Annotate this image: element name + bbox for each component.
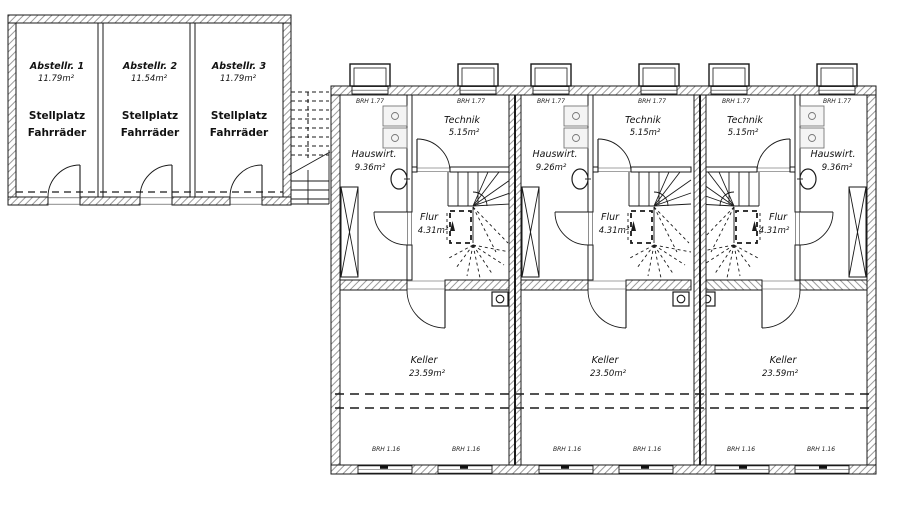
unit-3-hauswirt-label: Hauswirt. xyxy=(810,149,856,160)
outbuilding-room-1-use1: Stellplatz xyxy=(28,110,86,122)
outbuilding-room-2-use1: Stellplatz xyxy=(121,110,179,122)
unit-2-technik-label: Technik xyxy=(625,115,661,126)
unit-2-geometry xyxy=(520,63,692,475)
unit-3-technik-label: Technik xyxy=(727,115,763,126)
unit-1-brh-bottom-1: BRH 1.16 xyxy=(371,446,401,453)
unit-2-brh-top-left: BRH 1.77 xyxy=(536,98,566,105)
outbuilding-room-1-area: 11.79m² xyxy=(37,74,75,84)
unit-2-brh-bottom-2: BRH 1.16 xyxy=(632,446,662,453)
outbuilding-room-3-area: 11.79m² xyxy=(219,74,257,84)
unit-1-flur-area: 4.31m² xyxy=(417,226,449,236)
unit-1-hauswirt-area: 9.36m² xyxy=(354,163,386,173)
outbuilding-room-3-use1: Stellplatz xyxy=(210,110,268,122)
unit-2-flur-area: 4.31m² xyxy=(598,226,630,236)
party-walls xyxy=(508,94,707,466)
unit-3-flur-label: Flur xyxy=(768,212,788,223)
unit-3-flur-area: 4.31m² xyxy=(758,226,790,236)
unit-2-brh-bottom-1: BRH 1.16 xyxy=(552,446,582,453)
unit-3-brh-top-right: BRH 1.77 xyxy=(822,98,852,105)
keller-section-dashed-lines xyxy=(335,393,872,409)
outbuilding-room-1-name: Abstellr. 1 xyxy=(29,61,85,72)
outbuilding-room-2-use2: Fahrräder xyxy=(120,127,180,139)
unit-2-flur-label: Flur xyxy=(600,212,620,223)
unit-1-brh-bottom-2: BRH 1.16 xyxy=(451,446,481,453)
unit-1-brh-top-right: BRH 1.77 xyxy=(456,98,486,105)
exterior-stair xyxy=(288,91,331,205)
unit-2-keller-area: 23.50m² xyxy=(589,369,627,379)
outbuilding-room-3-name: Abstellr. 3 xyxy=(211,61,267,72)
unit-1-technik-area: 5.15m² xyxy=(448,128,480,138)
rowhouse-outer-walls xyxy=(330,85,877,475)
outbuilding-doors xyxy=(47,164,263,198)
outbuilding-room-2-name: Abstellr. 2 xyxy=(122,61,178,72)
unit-2-hauswirt-label: Hauswirt. xyxy=(532,149,578,160)
unit-3-brh-top-left: BRH 1.77 xyxy=(721,98,751,105)
unit-1-hauswirt-label: Hauswirt. xyxy=(351,149,397,160)
unit-3-brh-bottom-2: BRH 1.16 xyxy=(806,446,836,453)
unit-1-keller-area: 23.59m² xyxy=(408,369,446,379)
unit-1-brh-top-left: BRH 1.77 xyxy=(355,98,385,105)
unit-1-keller-label: Keller xyxy=(410,355,438,366)
unit-1-geometry xyxy=(339,63,511,475)
unit-3-technik-area: 5.15m² xyxy=(727,128,759,138)
unit-3-keller-area: 23.59m² xyxy=(761,369,799,379)
unit-3-keller-label: Keller xyxy=(769,355,797,366)
unit-3-geometry xyxy=(696,63,868,475)
unit-3-hauswirt-area: 9.36m² xyxy=(821,163,853,173)
unit-1-technik-label: Technik xyxy=(444,115,480,126)
unit-2-brh-top-right: BRH 1.77 xyxy=(637,98,667,105)
unit-1-flur-label: Flur xyxy=(419,212,439,223)
unit-2-keller-label: Keller xyxy=(591,355,619,366)
unit-2-technik-area: 5.15m² xyxy=(629,128,661,138)
outbuilding-room-1-use2: Fahrräder xyxy=(27,127,87,139)
outbuilding-room-2-area: 11.54m² xyxy=(130,74,168,84)
unit-3-brh-bottom-1: BRH 1.16 xyxy=(726,446,756,453)
unit-2-hauswirt-area: 9.26m² xyxy=(535,163,567,173)
outbuilding-room-3-use2: Fahrräder xyxy=(209,127,269,139)
outbuilding-walls xyxy=(7,14,292,206)
